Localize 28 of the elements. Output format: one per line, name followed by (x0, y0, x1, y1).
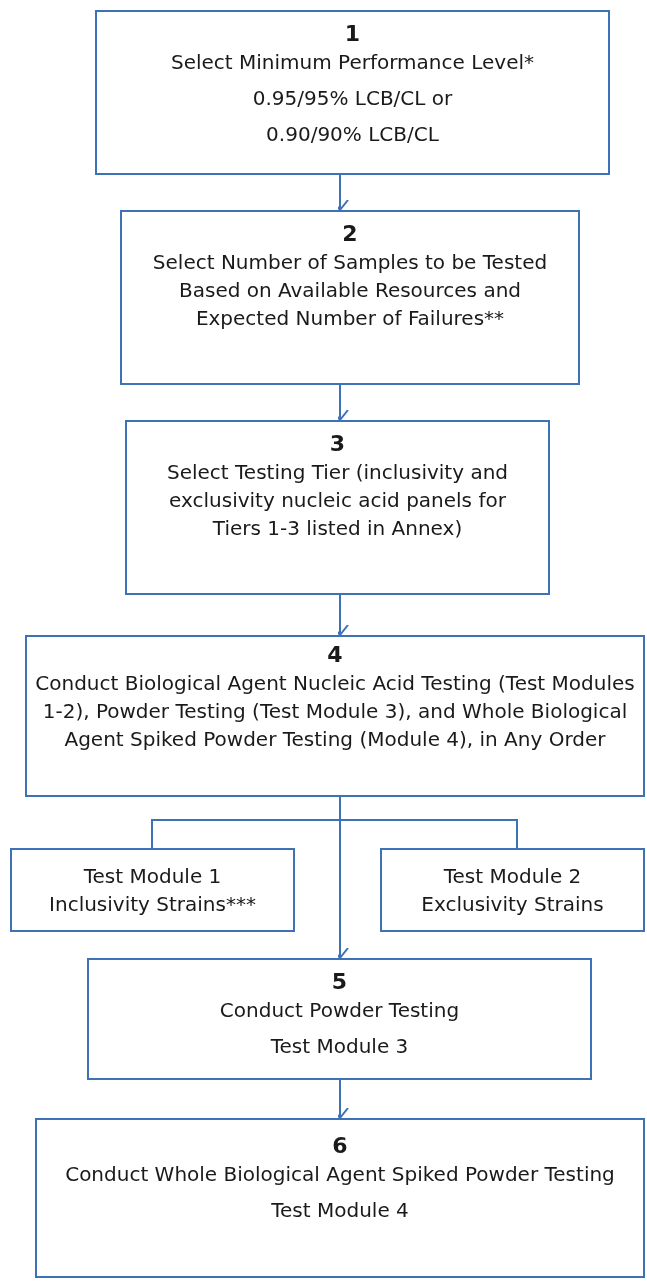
process-box (25, 635, 645, 797)
process-box (10, 848, 295, 932)
step-text: Conduct Powder Testing (219, 997, 460, 1024)
step-number: 4 (327, 641, 343, 669)
process-box (380, 848, 645, 932)
step-text: Test Module 3 (270, 1033, 409, 1060)
process-box (120, 210, 580, 385)
process-box (87, 958, 592, 1080)
step-text: Test Module 4 (271, 1197, 409, 1224)
step-number: 1 (344, 20, 361, 48)
step-number: 2 (342, 220, 358, 248)
step-text: Select Testing Tier (inclusivity and exclusivity nucleic acid panels for Tiers 1-3 listed in Annex) (165, 459, 510, 542)
step-text: Conduct Biological Agent Nucleic Acid Testing (Test Modules 1-2), Powder Testing (Test Module 3), and Whole Biological Agent Spiked Powder Testing (Module 4), in Any Order (34, 670, 636, 753)
step-text: 0.90/90% LCB/CL (266, 121, 439, 148)
step-text: Select Number of Samples to be Tested Based on Available Resources and Expected Number of Failures** (151, 249, 549, 332)
step-text: Select Minimum Performance Level* (171, 49, 534, 76)
step-number: 3 (329, 430, 346, 458)
step-text: 0.95/95% LCB/CL or (252, 85, 453, 112)
step-text: Inclusivity Strains*** (49, 891, 256, 918)
step-number: 6 (332, 1132, 348, 1160)
step-text: Test Module 2 (443, 863, 582, 890)
process-box (125, 420, 550, 595)
step-text: Test Module 1 (83, 863, 222, 890)
process-box (35, 1118, 645, 1278)
process-box (95, 10, 610, 175)
step-text: Conduct Whole Biological Agent Spiked Powder Testing (65, 1161, 615, 1188)
step-text: Exclusivity Strains (421, 891, 604, 918)
step-number: 5 (331, 968, 348, 996)
